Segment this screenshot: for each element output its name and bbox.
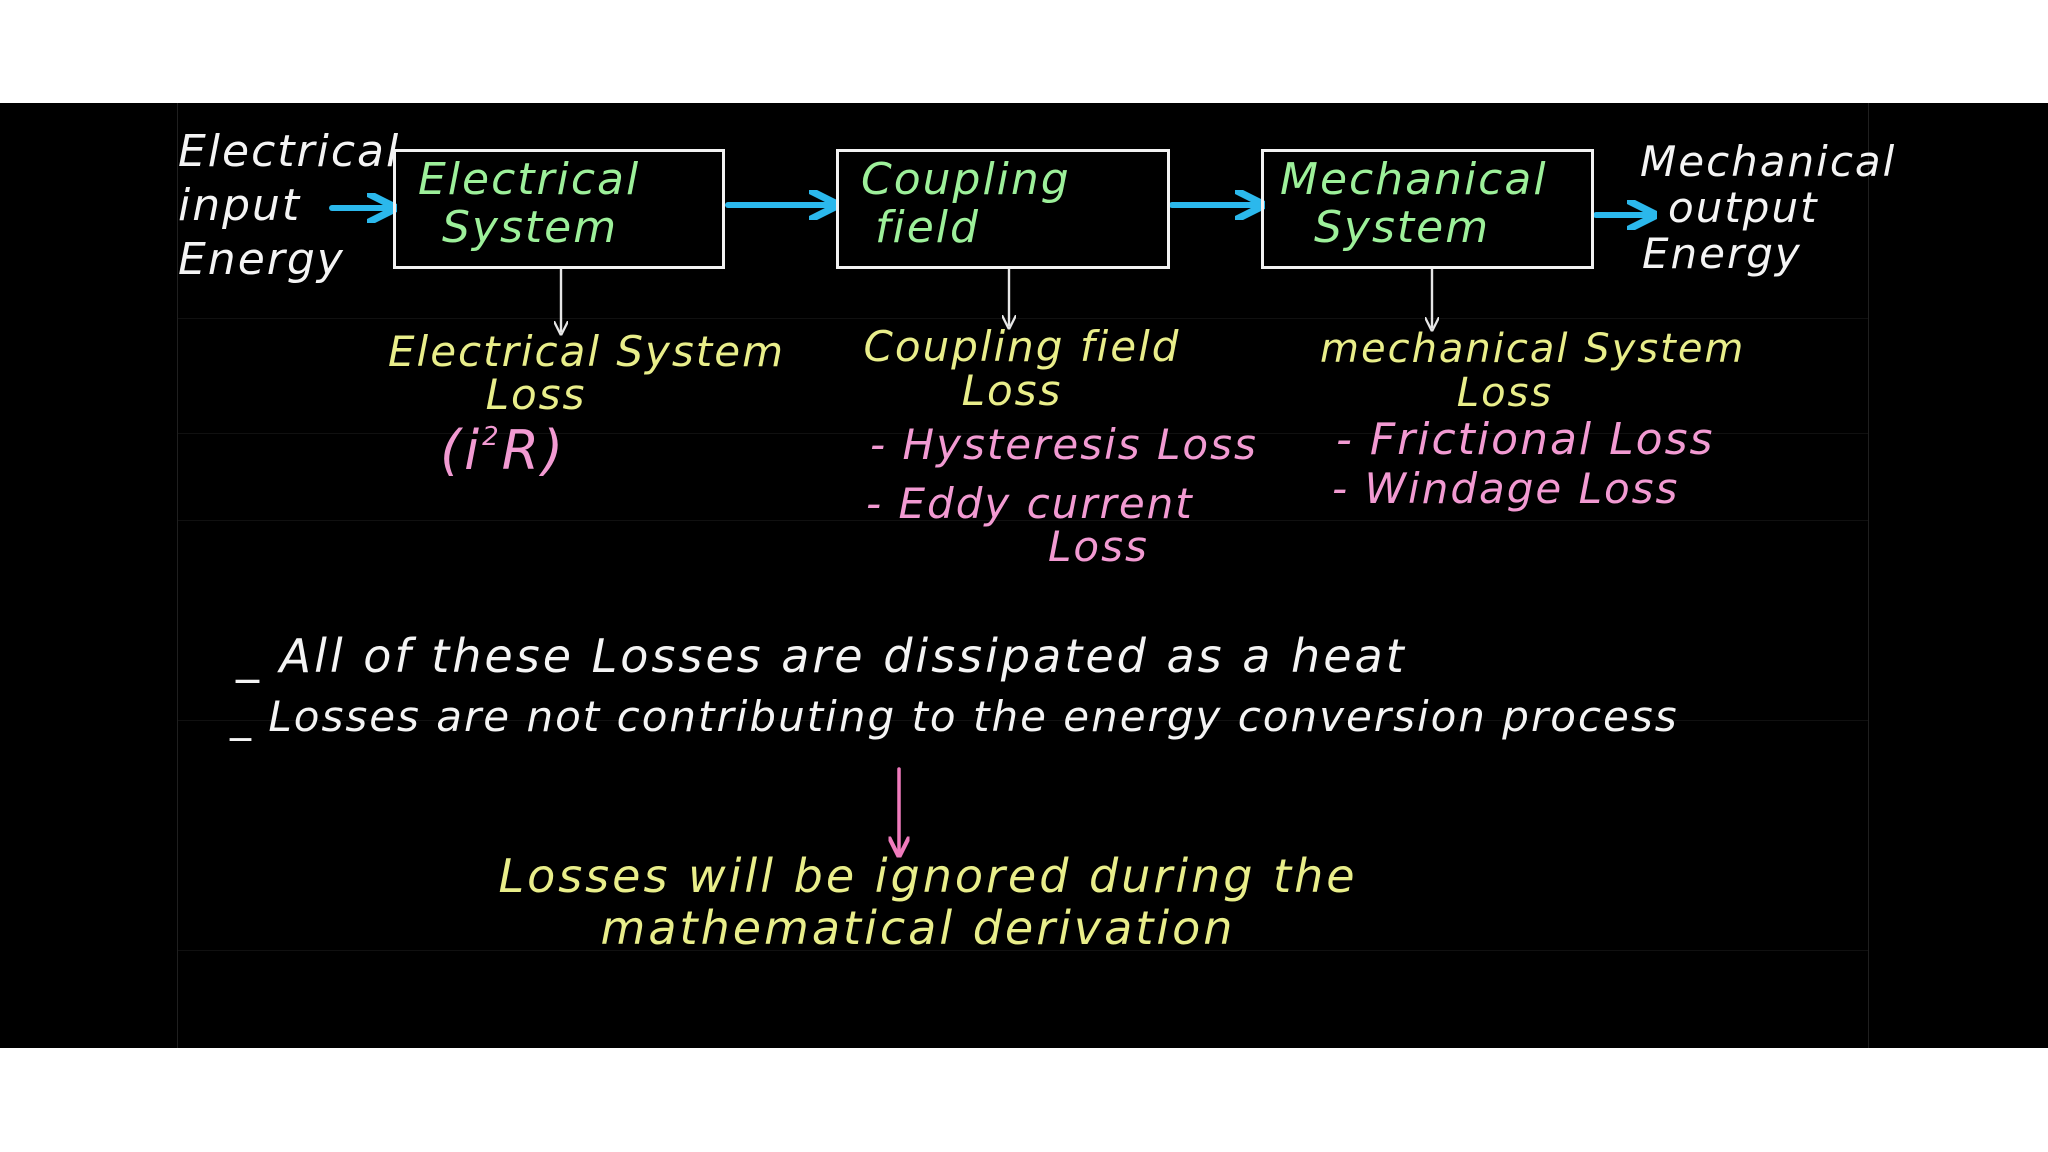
note-no-contribution: _ Losses are not contributing to the ene… bbox=[230, 692, 1679, 741]
formula-current: i bbox=[464, 419, 483, 482]
coupling-field-loss: Coupling field Loss bbox=[862, 322, 1182, 416]
frictional-loss-item: - Frictional Loss bbox=[1336, 414, 1715, 465]
conclusion-line: Losses will be ignored during the bbox=[498, 849, 1358, 903]
input-label-line: Energy bbox=[178, 234, 345, 286]
formula-exponent: 2 bbox=[482, 422, 502, 452]
box-label-line: Electrical bbox=[418, 154, 641, 205]
formula-paren-close: ) bbox=[542, 419, 567, 482]
loss-title: Loss bbox=[485, 369, 587, 419]
loss-title: mechanical System bbox=[1320, 326, 1746, 372]
input-label-line: input bbox=[178, 180, 302, 232]
board-left-edge bbox=[177, 103, 178, 1048]
formula-paren-open: ( bbox=[440, 419, 465, 482]
blackboard: Electrical input Energy Electrical Syste… bbox=[0, 103, 2048, 1048]
loss-title: Electrical System bbox=[388, 327, 786, 376]
box-label-line: System bbox=[442, 202, 619, 254]
electrical-system-loss: Electrical System Loss bbox=[388, 327, 786, 419]
conclusion-line: mathematical derivation bbox=[600, 900, 1236, 955]
electrical-system-box: Electrical System bbox=[393, 149, 725, 269]
coupling-field-box-label: Coupling field bbox=[861, 154, 1071, 254]
loss-title: Loss bbox=[961, 366, 1063, 416]
formula-resistance: R bbox=[501, 419, 543, 482]
coupling-field-box: Coupling field bbox=[836, 149, 1170, 269]
box-label-line: System bbox=[1314, 202, 1491, 254]
faint-rule bbox=[178, 520, 1868, 521]
electrical-system-box-label: Electrical System bbox=[418, 154, 641, 254]
hysteresis-loss-item: - Hysteresis Loss bbox=[870, 420, 1258, 469]
faint-rule bbox=[178, 950, 1868, 951]
output-label-line: Energy bbox=[1642, 229, 1802, 279]
output-label-line: Mechanical bbox=[1640, 137, 1897, 186]
loss-item-line: - Eddy current bbox=[866, 479, 1194, 528]
box-label-line: field bbox=[875, 202, 980, 254]
faint-rule bbox=[178, 433, 1868, 434]
flow-arrows bbox=[329, 103, 2048, 1048]
faint-rule bbox=[178, 318, 1868, 319]
mechanical-system-loss: mechanical System Loss bbox=[1320, 326, 1746, 416]
eddy-current-loss-item: - Eddy current Loss bbox=[866, 479, 1194, 571]
mechanical-system-box-label: Mechanical System bbox=[1280, 154, 1548, 254]
mechanical-system-box: Mechanical System bbox=[1261, 149, 1594, 269]
input-label-line: Electrical bbox=[178, 126, 401, 177]
loss-title: Loss bbox=[1456, 370, 1554, 416]
board-right-edge bbox=[1868, 103, 1869, 1048]
faint-rule bbox=[178, 720, 1868, 721]
windage-loss-item: - Windage Loss bbox=[1332, 464, 1680, 513]
box-label-line: Coupling bbox=[861, 154, 1071, 205]
output-energy-label: Mechanical output Energy bbox=[1640, 137, 1897, 279]
box-label-line: Mechanical bbox=[1280, 154, 1548, 205]
input-energy-label: Electrical input Energy bbox=[178, 125, 400, 287]
note-heat-dissipation: _ All of these Losses are dissipated as … bbox=[236, 629, 1407, 683]
conclusion-text: Losses will be ignored during the mathem… bbox=[488, 849, 1368, 955]
output-label-line: output bbox=[1668, 183, 1819, 233]
loss-item-line: Loss bbox=[1048, 521, 1149, 571]
loss-title: Coupling field bbox=[863, 322, 1181, 371]
i2r-formula: (i2R) bbox=[440, 419, 567, 482]
